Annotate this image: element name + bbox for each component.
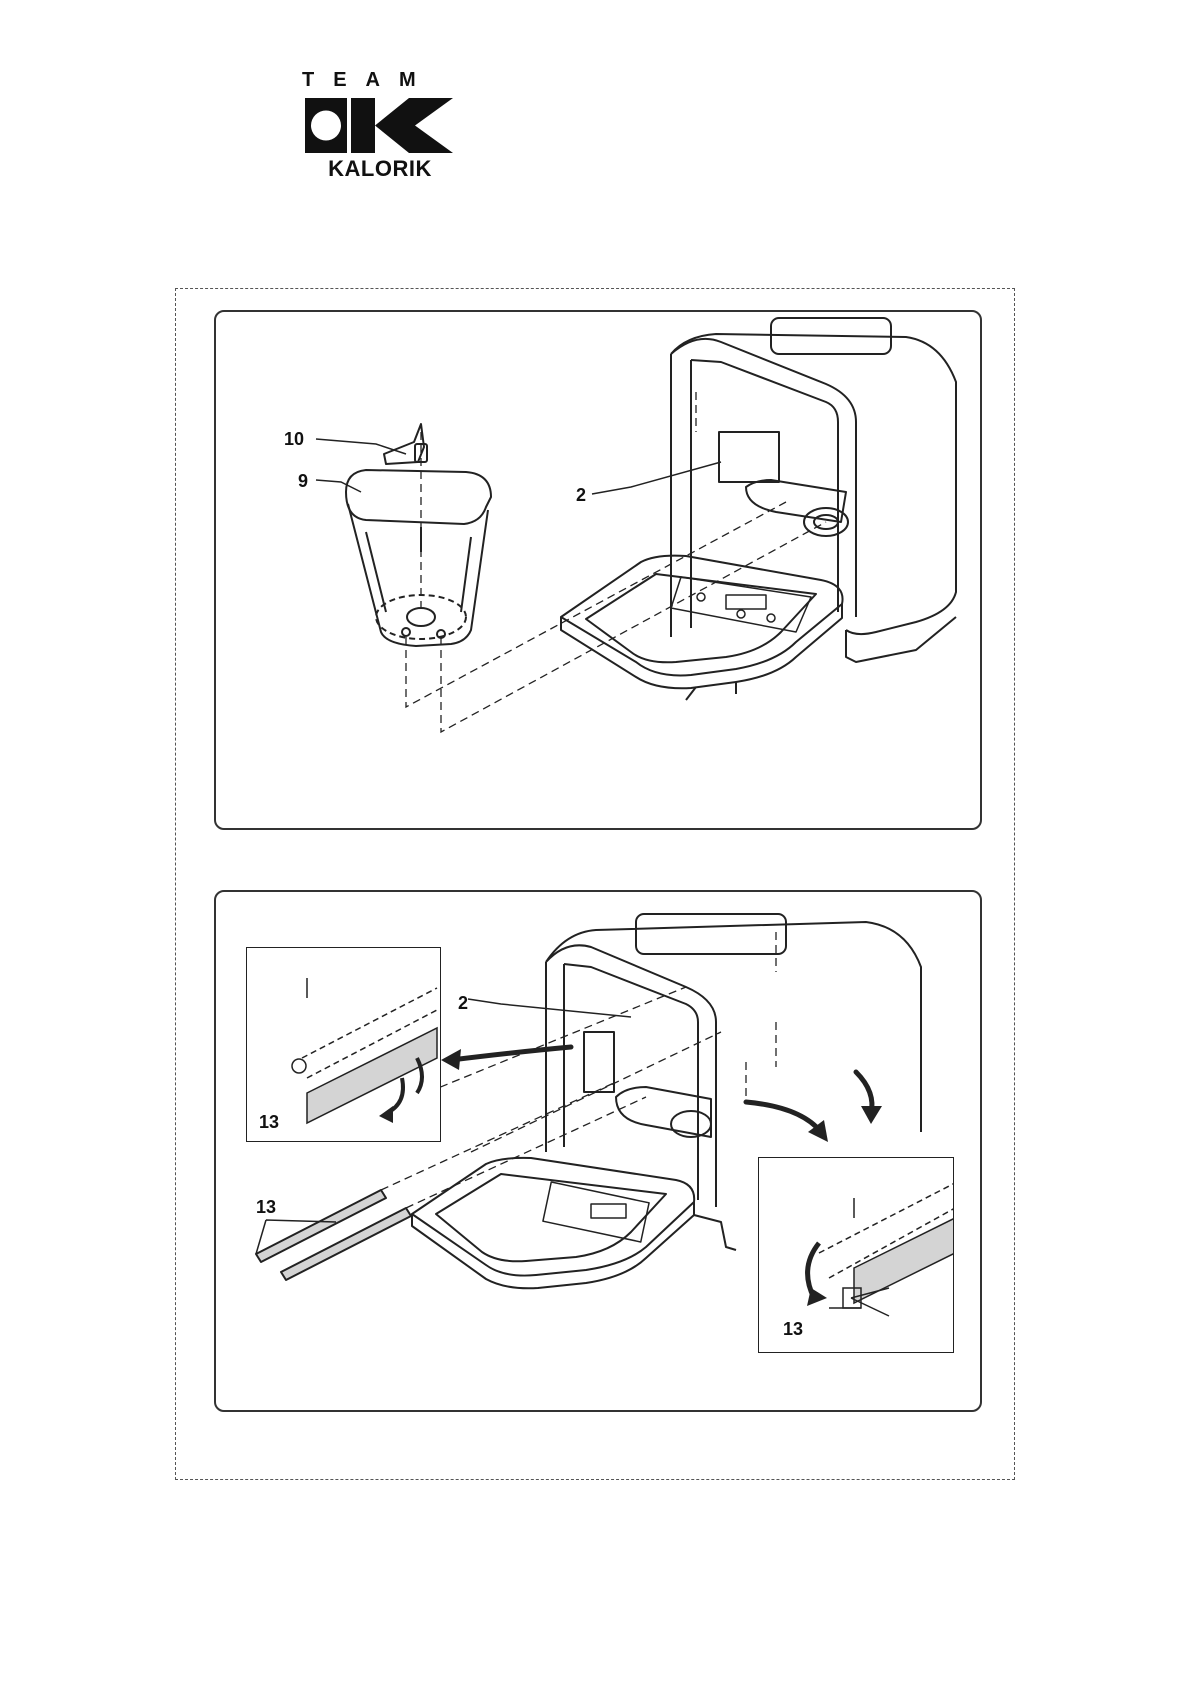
kalorik-k-mark-icon [305, 98, 455, 153]
bread-maker-insert-pan-illustration [216, 312, 982, 830]
callout-left-rail-number: 13 [259, 1113, 279, 1131]
detail-inset-left-rail: 13 [246, 947, 441, 1142]
callout-pan-number: 9 [298, 472, 308, 490]
callout-paddle-number: 10 [284, 430, 304, 448]
figure-insert-pan: 10 9 2 [214, 310, 982, 830]
logo-team-text: TEAM [302, 70, 458, 90]
callout-door-number-bottom: 2 [458, 994, 468, 1012]
callout-right-rail-number: 13 [783, 1320, 803, 1338]
callout-door-number: 2 [576, 486, 586, 504]
figure-attach-rails: 13 13 2 13 [214, 890, 982, 1412]
detail-inset-right-rail: 13 [758, 1157, 954, 1353]
brand-logo: TEAM KALORIK [300, 70, 460, 182]
callout-rails-pair-number: 13 [256, 1198, 276, 1216]
logo-kalorik-text: KALORIK [300, 158, 460, 180]
